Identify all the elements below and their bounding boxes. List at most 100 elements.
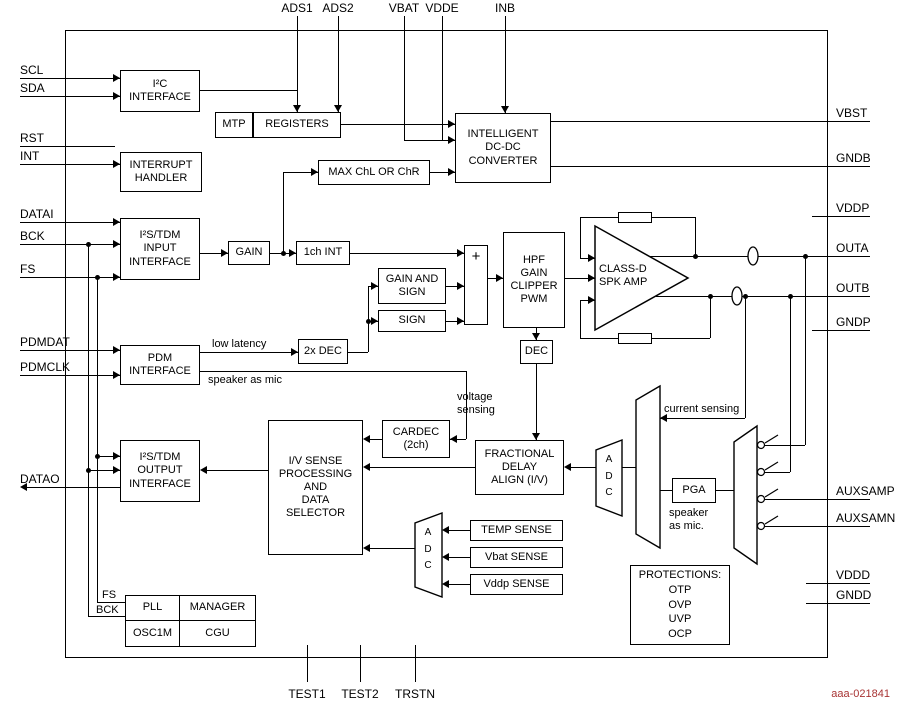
- block-summer: +: [464, 245, 488, 325]
- wire: [20, 96, 120, 98]
- sense-mux-shape: [635, 384, 661, 550]
- wire: [565, 278, 595, 280]
- label-speaker-as-mic: speaker as mic: [208, 374, 282, 386]
- block-vbat-sense: Vbat SENSE: [470, 547, 563, 568]
- arrowhead: [113, 218, 120, 226]
- arrowhead: [200, 466, 207, 474]
- wire: [283, 172, 318, 174]
- arrowhead: [334, 105, 342, 112]
- wire: [805, 256, 807, 445]
- block-interrupt-handler: INTERRUPT HANDLER: [120, 152, 202, 192]
- chip-boundary: [65, 30, 828, 658]
- wire: [448, 530, 470, 532]
- wire: [97, 602, 125, 604]
- wire: [764, 472, 790, 474]
- wire: [20, 78, 120, 80]
- pin-label-trstn: TRSTN: [395, 687, 435, 701]
- arrowhead: [113, 346, 120, 354]
- arrowhead: [20, 483, 27, 491]
- arrowhead: [457, 317, 464, 325]
- block-iv-sense-processing: I/V SENSE PROCESSING AND DATA SELECTOR: [268, 420, 363, 555]
- block-i2c-interface: I²C INTERFACE: [120, 70, 200, 112]
- wire: [338, 16, 340, 112]
- wire: [448, 584, 470, 586]
- outb-sense-ellipse: [731, 286, 743, 306]
- wire: [488, 278, 503, 280]
- wire: [446, 286, 464, 288]
- wire: [450, 439, 466, 441]
- wire: [622, 467, 636, 469]
- arrowhead: [113, 92, 120, 100]
- feedback-resistor: [618, 333, 652, 344]
- pin-label-gndd: GNDD: [836, 588, 872, 602]
- arrowhead: [371, 317, 378, 325]
- outa-sense-ellipse: [747, 246, 759, 266]
- wire: [448, 557, 470, 559]
- label-voltage-sensing: voltage sensing: [457, 391, 495, 416]
- pin-label-vddd: VDDD: [836, 568, 871, 582]
- wire: [570, 467, 596, 469]
- arrowhead: [457, 282, 464, 290]
- arrowhead: [448, 136, 455, 144]
- block-dcdc-converter: INTELLIGENT DC-DC CONVERTER: [455, 113, 551, 183]
- block-pga: PGA: [672, 478, 716, 503]
- switch-contact: [756, 521, 766, 531]
- wire: [200, 352, 298, 354]
- pin-label-sda: SDA: [20, 81, 45, 95]
- wire: [764, 499, 870, 501]
- arrowhead: [113, 74, 120, 82]
- arrowhead: [496, 274, 503, 282]
- wire: [404, 16, 406, 140]
- pin-label-inb: INB: [494, 1, 515, 15]
- wire: [20, 350, 120, 352]
- arrowhead: [291, 348, 298, 356]
- block-temp-sense: TEMP SENSE: [470, 520, 563, 541]
- pin-label-gndb: GNDB: [836, 151, 871, 165]
- wire: [369, 439, 382, 441]
- class-d-amp-label: CLASS-D SPK AMP: [599, 263, 648, 288]
- feedback-resistor: [618, 212, 652, 223]
- wire: [200, 371, 466, 373]
- wire: [200, 253, 228, 255]
- wire: [710, 296, 712, 338]
- aux-mux-shape: [733, 424, 758, 566]
- block-fractional-delay-align: FRACTIONAL DELAY ALIGN (I/V): [475, 440, 564, 495]
- wire: [404, 140, 455, 142]
- adc-iv-shape: [595, 438, 623, 518]
- wire: [341, 124, 455, 126]
- wire: [442, 16, 444, 140]
- block-registers: REGISTERS: [253, 112, 341, 138]
- block-1ch-int: 1ch INT: [296, 241, 350, 265]
- wire: [88, 616, 125, 618]
- pin-label-int: INT: [20, 149, 40, 163]
- adc-iv-label: A D C: [605, 454, 613, 498]
- wire: [206, 470, 268, 472]
- wire: [415, 645, 417, 682]
- arrowhead: [442, 553, 449, 561]
- wire: [745, 296, 747, 418]
- arrowhead: [450, 435, 457, 443]
- wire: [466, 371, 468, 439]
- wire: [806, 603, 870, 605]
- junction-dot: [281, 251, 286, 256]
- label-bck-internal: BCK: [96, 604, 119, 616]
- wire: [88, 470, 120, 472]
- pin-label-ads2: ADS2: [322, 1, 354, 15]
- wire: [307, 645, 309, 682]
- arrowhead: [442, 580, 449, 588]
- block-cardec: CARDEC (2ch): [382, 420, 450, 458]
- pin-label-test2: TEST2: [341, 687, 379, 701]
- class-d-amp-triangle: [594, 224, 690, 332]
- junction-dot: [708, 294, 713, 299]
- junction-dot: [95, 454, 100, 459]
- junction-dot: [803, 254, 808, 259]
- arrowhead: [588, 296, 595, 304]
- junction-dot: [95, 275, 100, 280]
- block-manager: MANAGER: [179, 595, 256, 621]
- wire: [350, 253, 464, 255]
- wire: [97, 277, 99, 602]
- pin-label-outa: OUTA: [836, 241, 869, 255]
- block-osc1m: OSC1M: [125, 620, 180, 647]
- pin-label-ads1: ADS1: [281, 1, 313, 15]
- wire: [716, 490, 734, 492]
